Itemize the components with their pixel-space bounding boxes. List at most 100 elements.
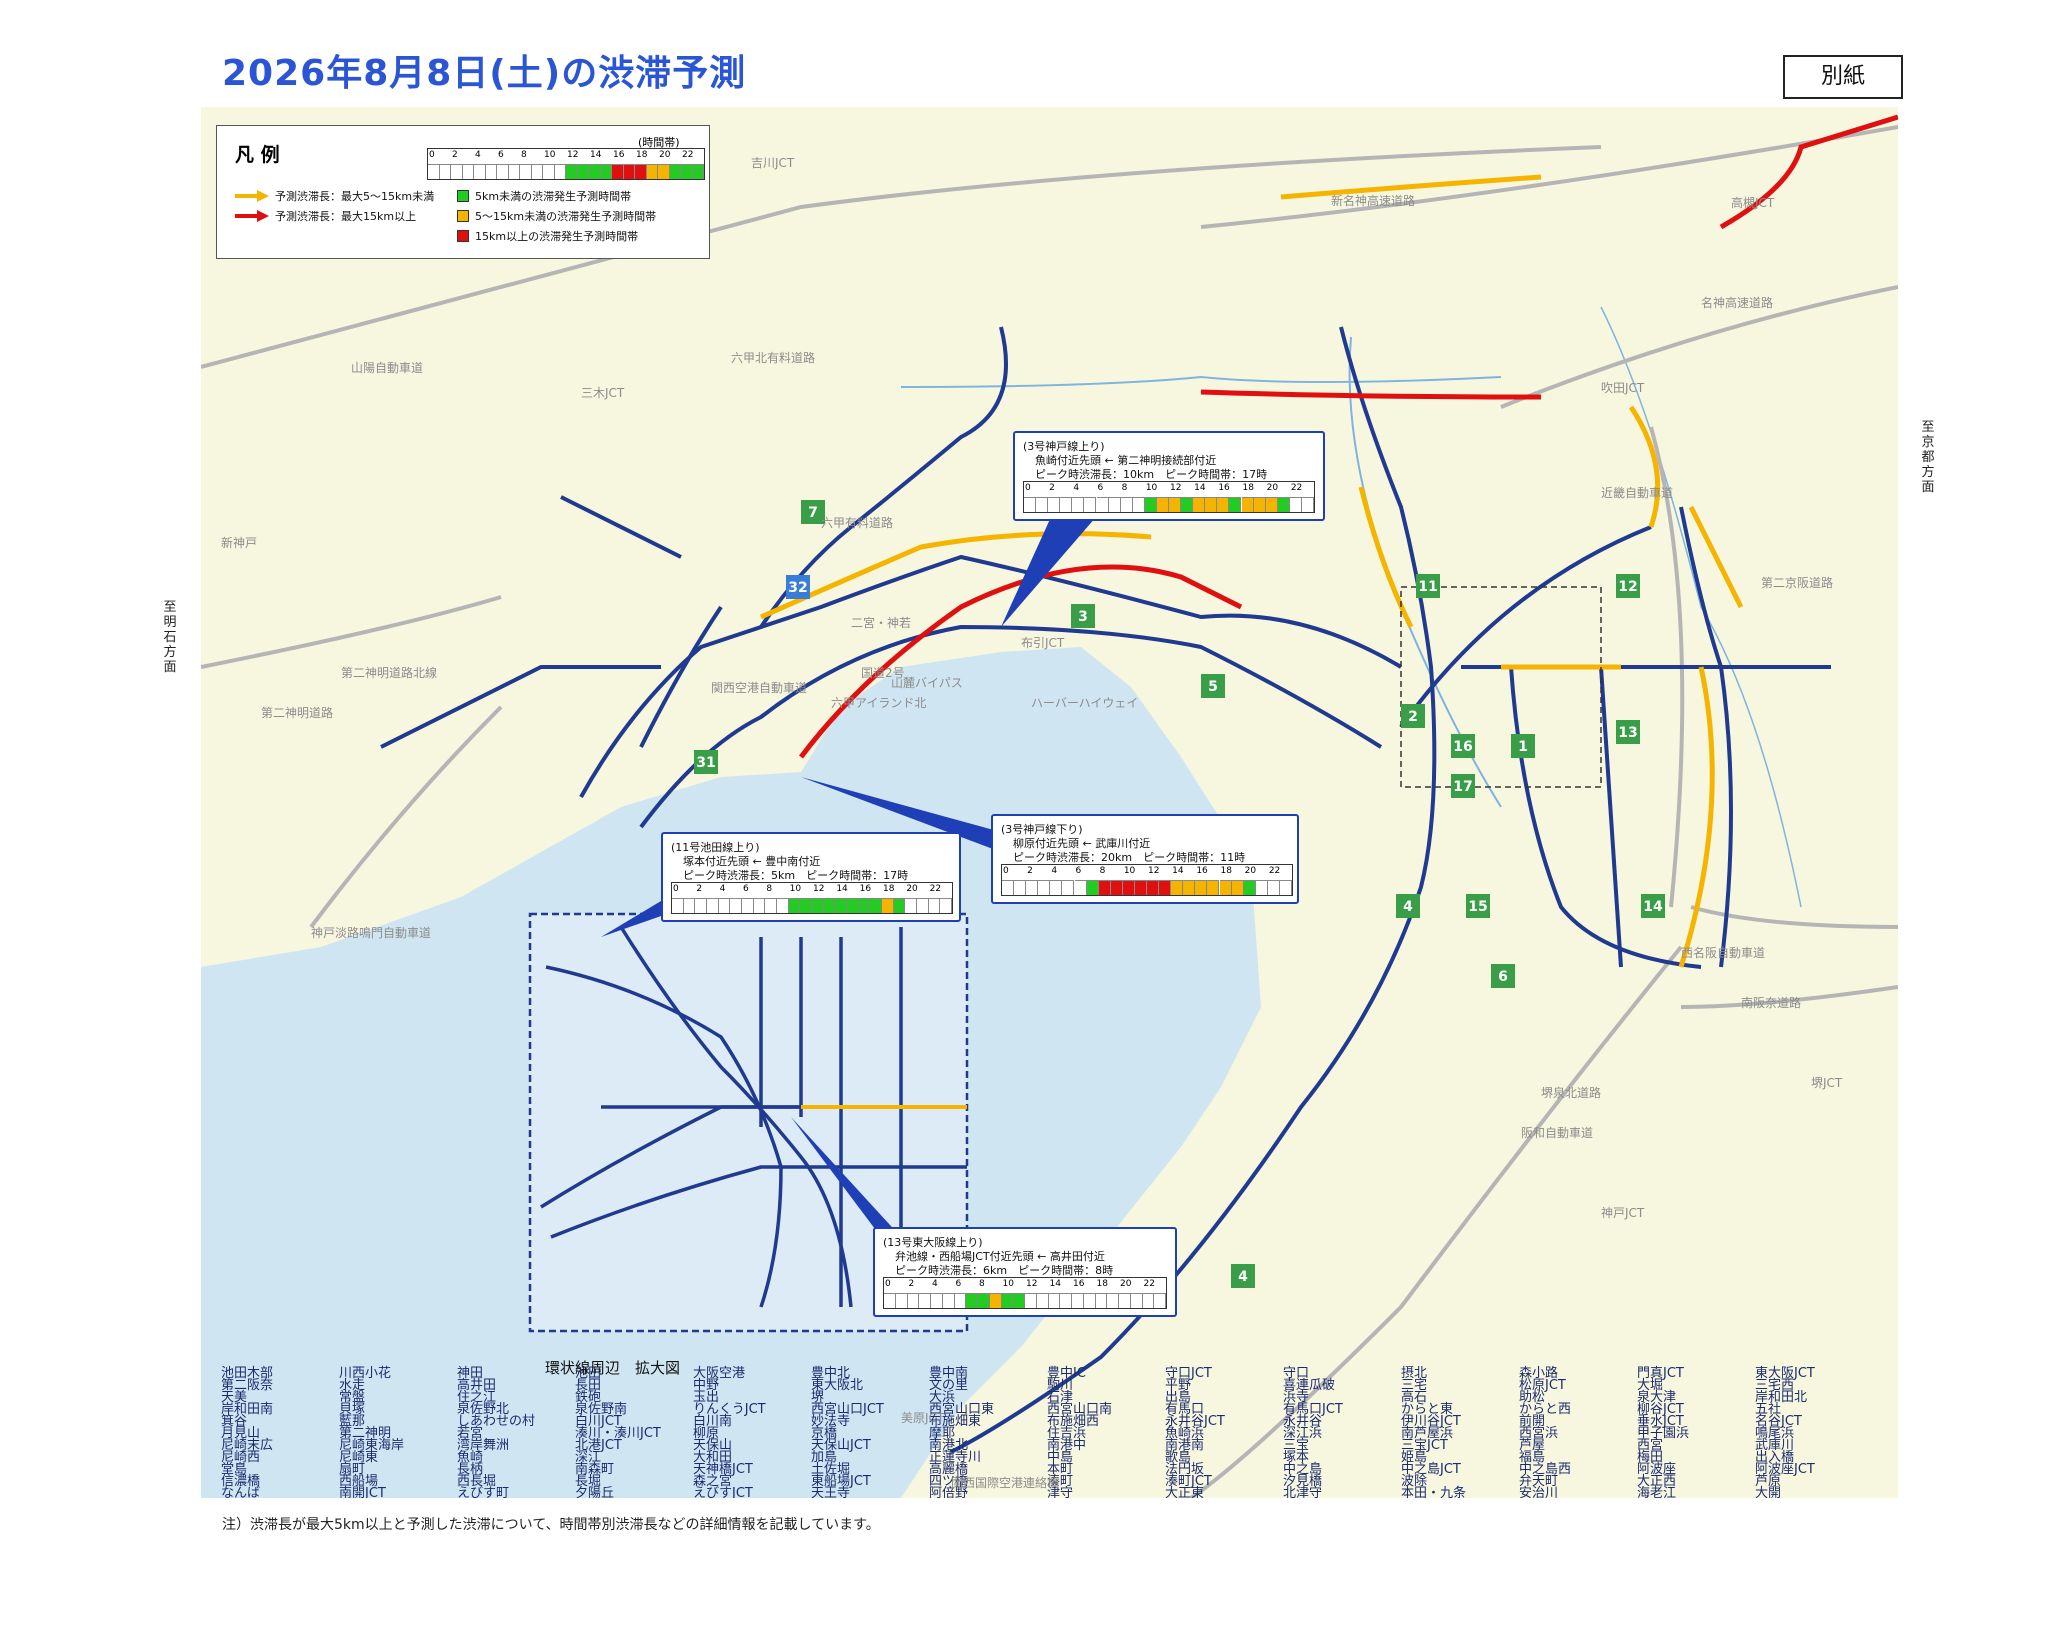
hour-tick-label: 6 xyxy=(1097,483,1104,493)
hour-cell xyxy=(1074,880,1087,895)
hour-cell xyxy=(1062,880,1075,895)
place-label: 住之江 xyxy=(457,1390,496,1405)
hour-cell xyxy=(1183,880,1196,895)
hour-cell xyxy=(474,164,486,179)
place-label: 池田木部 xyxy=(221,1366,273,1381)
place-label: 汐見橋 xyxy=(1283,1473,1322,1489)
place-label: 西宮浜 xyxy=(1519,1425,1558,1441)
place-label: 守口 xyxy=(1283,1366,1309,1381)
hour-cell xyxy=(812,898,824,913)
road-label: 山麓バイパス xyxy=(891,676,963,690)
place-label: 塚本 xyxy=(1283,1450,1309,1465)
hour-cell xyxy=(1048,1293,1061,1308)
route-shield-number: 32 xyxy=(788,580,807,596)
road-label: 山陽自動車道 xyxy=(351,361,423,375)
hour-tick-label: 18 xyxy=(1220,866,1232,876)
hour-tick-label: 18 xyxy=(883,884,895,894)
place-label: 東大阪北 xyxy=(811,1377,863,1393)
river xyxy=(900,375,1502,388)
place-label: 湾岸舞洲 xyxy=(457,1437,509,1453)
hour-cell xyxy=(531,164,543,179)
hour-cell xyxy=(1134,880,1147,895)
place-label: 天王寺 xyxy=(811,1486,850,1498)
hour-cell xyxy=(1024,497,1037,512)
hour-cell xyxy=(669,164,681,179)
road-label: 六甲北有料道路 xyxy=(731,350,815,365)
hour-cell xyxy=(895,1293,908,1308)
place-label: 池田 xyxy=(575,1366,601,1381)
hour-cell xyxy=(1253,497,1266,512)
place-label: 四ツ橋 xyxy=(929,1474,968,1489)
kobe-up-callout: (3号神戸線上り) 魚崎付近先頭 ← 第二神明接続部付近 ピーク時渋滞長：10k… xyxy=(1013,431,1325,521)
hour-cell xyxy=(742,898,754,913)
place-label: 魚崎 xyxy=(457,1450,483,1465)
hour-cell xyxy=(905,898,917,913)
hour-cell xyxy=(823,898,836,913)
place-label: 魚崎浜 xyxy=(1165,1426,1204,1441)
route-shield-number: 4 xyxy=(1238,1269,1248,1285)
hour-cell xyxy=(978,1293,990,1308)
hour-tick-label: 22 xyxy=(929,884,942,894)
place-label: 泉佐野北 xyxy=(457,1401,509,1417)
place-label: 深江浜 xyxy=(1283,1426,1322,1441)
road-label: 吉川JCT xyxy=(751,156,795,170)
hour-tick-label: 22 xyxy=(682,150,694,160)
place-label: 永井谷 xyxy=(1283,1414,1322,1429)
place-label: 歌島 xyxy=(1165,1450,1191,1465)
place-label: 白川JCT xyxy=(575,1413,622,1429)
kobe-up-pointer xyxy=(1001,517,1096,627)
hour-tick-label: 6 xyxy=(743,884,749,894)
chugoku-congestion xyxy=(1200,389,1542,400)
hour-tick-label: 18 xyxy=(636,150,648,160)
place-label: 松原JCT xyxy=(1519,1378,1566,1393)
kobe-up-congestion xyxy=(759,531,1152,620)
hour-cell xyxy=(1195,880,1208,895)
place-label: 柳原 xyxy=(693,1426,719,1441)
hour-cell xyxy=(870,898,882,913)
place-label: 石津 xyxy=(1047,1390,1073,1405)
hour-tick-label: 8 xyxy=(979,1279,985,1289)
place-label: 豊中南 xyxy=(929,1365,968,1381)
place-label: えびす町 xyxy=(457,1486,509,1498)
hour-cell xyxy=(893,898,906,913)
hour-tick-label: 0 xyxy=(1003,866,1009,876)
hour-cell xyxy=(1289,497,1302,512)
place-label: 弁天町 xyxy=(1519,1474,1558,1489)
hour-tick-label: 18 xyxy=(1096,1279,1108,1289)
place-label: 本田・九条 xyxy=(1401,1485,1466,1498)
place-label: 南港北 xyxy=(929,1437,968,1453)
hour-cell xyxy=(577,164,589,179)
hour-tick-label: 10 xyxy=(1145,483,1158,493)
hour-tick-label: 16 xyxy=(1073,1279,1085,1289)
hour-tick-label: 8 xyxy=(521,150,527,160)
hour-cell xyxy=(589,164,601,179)
hour-tick-label: 14 xyxy=(1194,483,1206,493)
place-label: 高井田 xyxy=(457,1377,496,1393)
daini-keihan-congestion xyxy=(1688,505,1744,609)
place-label: 出島 xyxy=(1165,1390,1191,1405)
hour-tick-label: 20 xyxy=(1244,866,1257,876)
hour-cell xyxy=(1083,1293,1096,1308)
hour-tick-label: 8 xyxy=(1121,483,1128,493)
legend-red-arrow-row: 予測渋滞長：最大15km以上 xyxy=(235,208,416,224)
place-label: 中島 xyxy=(1047,1450,1073,1465)
hour-cell xyxy=(1231,880,1244,895)
road-label: 堺泉北道路 xyxy=(1541,1085,1601,1100)
place-label: 西長堀 xyxy=(457,1474,496,1489)
hour-tick-label: 14 xyxy=(836,884,848,894)
hour-cell xyxy=(753,898,766,913)
hour-cell xyxy=(695,898,707,913)
road-label: 六甲アイランド北 xyxy=(831,696,926,710)
road-label: 西名阪自動車道 xyxy=(1681,945,1765,960)
road-label: 六甲有料道路 xyxy=(821,515,893,530)
hour-tick-label: 4 xyxy=(719,884,726,894)
place-label: 法円坂 xyxy=(1165,1462,1204,1477)
legend-hours-label: (時間帯) xyxy=(638,136,680,149)
hour-cell xyxy=(1036,497,1049,512)
place-label: 西宮山口東 xyxy=(929,1401,994,1417)
road-label: 名神高速道路 xyxy=(1701,295,1773,310)
hour-tick-label: 22 xyxy=(1268,866,1281,876)
place-label: 垂水JCT xyxy=(1637,1414,1684,1429)
hour-tick-label: 6 xyxy=(498,150,504,160)
